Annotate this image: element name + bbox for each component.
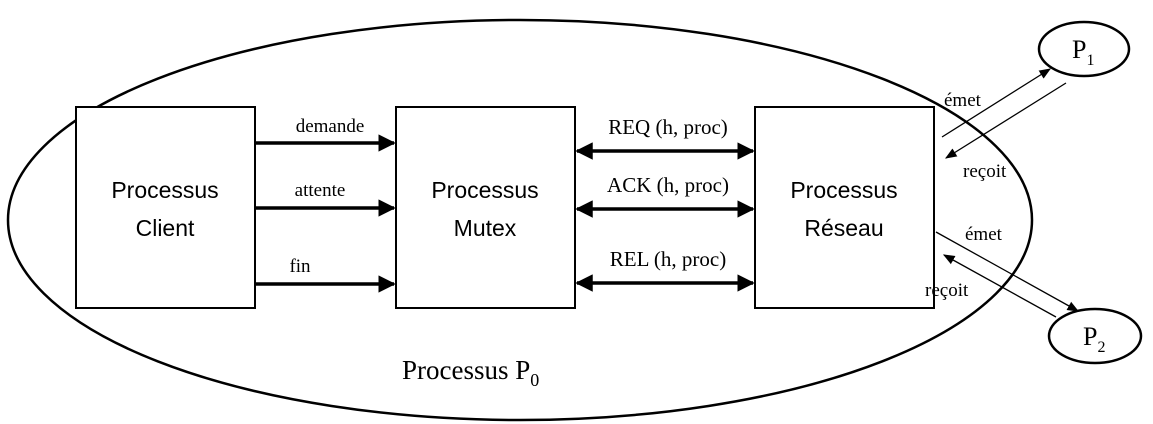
outer-process-label-main: Processus P (402, 355, 530, 385)
demande-label: demande (296, 116, 365, 137)
rel-label: REL (h, proc) (610, 247, 726, 271)
recoit-p1-arrow (945, 82, 1067, 159)
client-box-line2: Client (136, 215, 195, 241)
p1-label-subscript: 1 (1086, 52, 1094, 69)
reseau-box-line1: Processus (790, 177, 897, 203)
mutex-box-line1: Processus (431, 177, 538, 203)
p2-process-ellipse (1047, 307, 1143, 365)
mutex-box-line2: Mutex (454, 215, 517, 241)
outer-process-label-subscript: 0 (530, 370, 539, 390)
p1-process-ellipse (1037, 20, 1131, 78)
outer-process-label: Processus P0 (402, 355, 539, 390)
reseau-process-box (754, 106, 935, 309)
outer-process-ellipse (6, 18, 1034, 422)
mutex-process-box (395, 106, 576, 309)
p2-label-subscript: 2 (1097, 339, 1105, 356)
recoit-p2-arrow (942, 254, 1057, 318)
emet-p1-arrow (941, 68, 1051, 138)
p1-label: P1 (1072, 35, 1094, 69)
recoit-p1-label: reçoit (963, 161, 1007, 182)
p2-label-main: P (1083, 322, 1097, 351)
p2-label: P2 (1083, 322, 1105, 356)
reseau-box-line2: Réseau (804, 215, 883, 241)
req-label: REQ (h, proc) (608, 115, 728, 139)
ack-label: ACK (h, proc) (607, 173, 729, 197)
recoit-p2-label: reçoit (925, 280, 969, 301)
emet-p2-label: émet (965, 224, 1003, 245)
attente-label: attente (295, 180, 346, 201)
emet-p2-arrow (935, 231, 1080, 312)
client-box-line1: Processus (111, 177, 218, 203)
client-process-box (75, 106, 256, 309)
p1-label-main: P (1072, 35, 1086, 64)
fin-label: fin (289, 256, 311, 277)
emet-p1-label: émet (944, 90, 982, 111)
